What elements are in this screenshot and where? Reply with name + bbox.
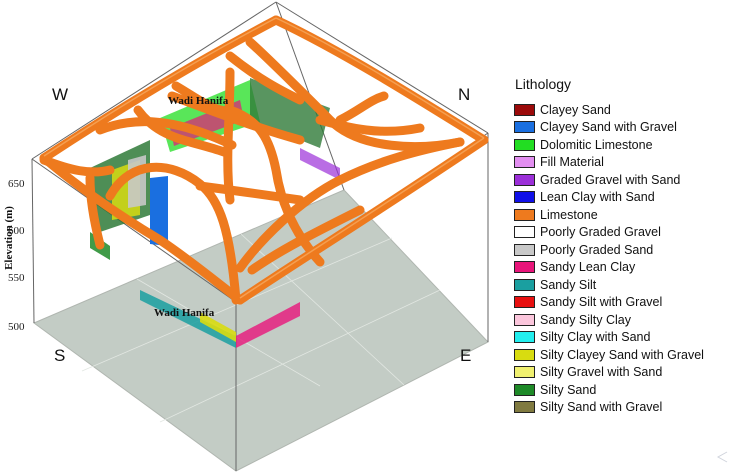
legend-swatch [514, 156, 535, 169]
legend-item: Fill Material [514, 154, 734, 172]
direction-north: N [458, 85, 470, 104]
fence-highlights [43, 17, 485, 299]
legend-swatch [514, 226, 535, 239]
limestone-fence-bands [39, 15, 489, 305]
legend-item: Dolomitic Limestone [514, 136, 734, 154]
wadi-hanifa-label-bottom: Wadi Hanifa [154, 307, 215, 319]
legend-label: Silty Sand [540, 382, 597, 397]
legend-item: Poorly Graded Gravel [514, 224, 734, 242]
legend-item: Silty Sand with Gravel [514, 399, 734, 417]
legend-item: Limestone [514, 206, 734, 224]
legend-label: Silty Gravel with Sand [540, 365, 663, 380]
legend-swatch [514, 313, 535, 326]
legend-swatch [514, 208, 535, 221]
legend-label: Graded Gravel with Sand [540, 172, 681, 187]
legend-item: Graded Gravel with Sand [514, 171, 734, 189]
legend-swatch [514, 103, 535, 116]
legend-swatch [514, 138, 535, 151]
legend-swatch [514, 261, 535, 274]
legend-swatch [514, 383, 535, 396]
legend-item: Clayey Sand with Gravel [514, 119, 734, 137]
y-tick: 550 [8, 272, 25, 284]
legend-label: Sandy Lean Clay [540, 260, 636, 275]
legend-item: Sandy Silty Clay [514, 311, 734, 329]
legend-item: Clayey Sand [514, 101, 734, 119]
legend-label: Silty Clay with Sand [540, 330, 651, 345]
y-tick: 600 [8, 225, 25, 237]
legend-swatch [514, 366, 535, 379]
y-axis-ticks: 650 600 550 500 [8, 178, 25, 333]
legend-label: Silty Sand with Gravel [540, 400, 663, 415]
legend-label: Sandy Silty Clay [540, 312, 632, 327]
legend-item: Silty Gravel with Sand [514, 364, 734, 382]
legend-swatch [514, 173, 535, 186]
legend-label: Clayey Sand [540, 102, 611, 117]
direction-west: W [52, 85, 68, 104]
legend-item: Sandy Silt [514, 276, 734, 294]
legend-item: Silty Clayey Sand with Gravel [514, 346, 734, 364]
legend-label: Sandy Silt [540, 277, 597, 292]
legend-label: Sandy Silt with Gravel [540, 295, 663, 310]
wadi-hanifa-label-top: Wadi Hanifa [168, 95, 229, 107]
legend-item: Lean Clay with Sand [514, 189, 734, 207]
legend-swatch [514, 191, 535, 204]
legend-label: Poorly Graded Sand [540, 242, 654, 257]
legend-label: Fill Material [540, 155, 604, 170]
legend-item: Sandy Lean Clay [514, 259, 734, 277]
legend-label: Poorly Graded Gravel [540, 225, 661, 240]
y-tick: 650 [8, 178, 25, 190]
y-axis-label: Elevation (m) [3, 206, 15, 270]
legend-label: Dolomitic Limestone [540, 137, 653, 152]
legend-item: Sandy Silt with Gravel [514, 294, 734, 312]
legend-swatch [514, 296, 535, 309]
direction-east: E [460, 346, 471, 365]
legend-item: Silty Sand [514, 381, 734, 399]
legend-item: Poorly Graded Sand [514, 241, 734, 259]
legend-label: Clayey Sand with Gravel [540, 120, 677, 135]
legend-item: Silty Clay with Sand [514, 329, 734, 347]
legend-swatch [514, 278, 535, 291]
legend-label: Silty Clayey Sand with Gravel [540, 347, 704, 362]
legend-swatch [514, 243, 535, 256]
corner-chevron-icon [716, 451, 728, 463]
legend-swatch [514, 331, 535, 344]
legend-swatch [514, 401, 535, 414]
fence-colored-panels [90, 78, 340, 348]
legend-swatch [514, 348, 535, 361]
y-tick: 500 [8, 321, 25, 333]
direction-south: S [54, 346, 65, 365]
legend-label: Lean Clay with Sand [540, 190, 655, 205]
legend-swatch [514, 121, 535, 134]
legend-label: Limestone [540, 207, 598, 222]
legend-title: Lithology [515, 76, 572, 92]
